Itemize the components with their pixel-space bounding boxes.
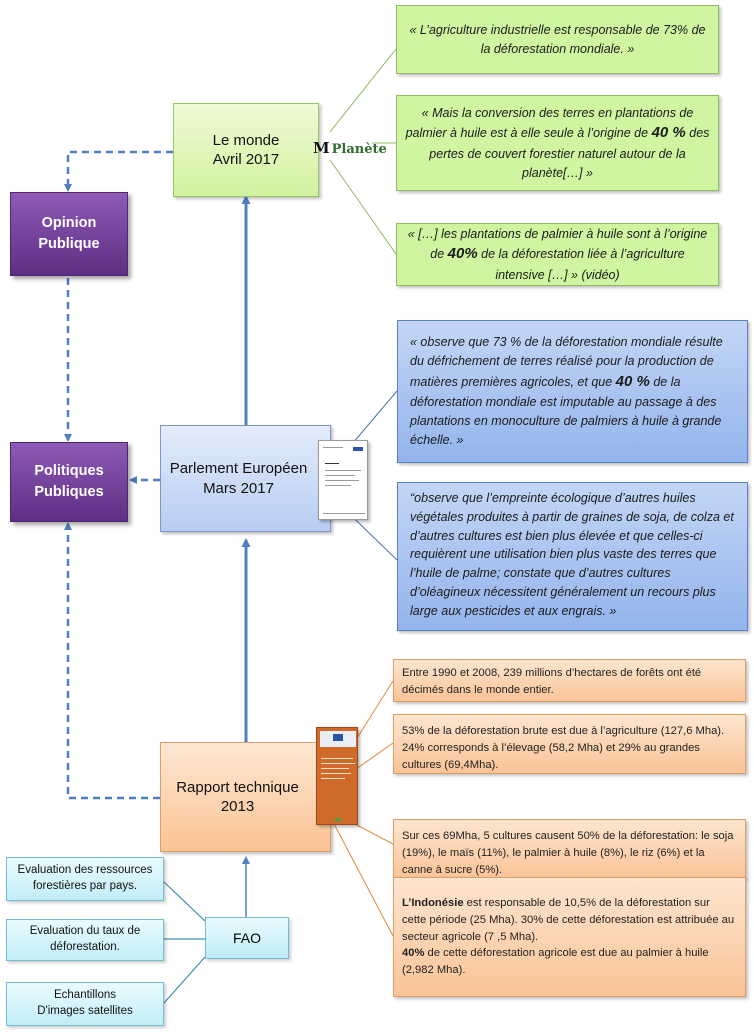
parlement-quote-1-highlight: 40 %: [615, 372, 650, 390]
le-monde-quote-2-text-a: « Mais la conversion des terres en plant…: [405, 105, 694, 141]
node-rapport-technique: Rapport technique 2013: [160, 742, 331, 852]
fao-source-3-line2: D'images satellites: [37, 1005, 133, 1017]
le-monde-quote-3-text-a: « […] les plantations de palmier à huile…: [407, 226, 708, 262]
node-fao-label: FAO: [232, 930, 261, 946]
le-monde-logo-mark: M: [313, 139, 330, 157]
le-monde-quote-1-text: « L’agriculture industrielle est respons…: [409, 22, 706, 56]
le-monde-logo-name: Planète: [331, 142, 387, 157]
rapport-fact-1-text: Entre 1990 et 2008, 239 millions d’hecta…: [402, 667, 702, 696]
node-le-monde-line1: Le monde: [212, 131, 280, 149]
node-parlement-europeen: Parlement Européen Mars 2017: [160, 425, 331, 532]
node-parlement-line2: Mars 2017: [203, 479, 274, 497]
fao-source-2-line1: Evaluation du taux de: [29, 925, 141, 938]
arrow-lemonde-to-opinion: [64, 150, 173, 192]
parlement-document-thumbnail: [318, 440, 368, 520]
rapport-document-thumbnail: [316, 727, 358, 825]
node-opinion-line2: Publique: [38, 236, 100, 252]
fao-source-1-line1: Evaluation des ressources: [17, 864, 153, 877]
indonesia-highlight: 40%: [402, 947, 425, 960]
rapport-fact-indonesia: L’Indonésie est responsable de 10,5% de …: [393, 877, 746, 997]
indonesia-text-1: est responsable de 10,5% de la déforesta…: [402, 897, 735, 943]
fao-source-1-line2: forestières par pays.: [32, 880, 138, 892]
le-monde-quote-3: « […] les plantations de palmier à huile…: [396, 223, 719, 286]
le-monde-quote-3-text-b: de la déforestation liée à l’agriculture…: [477, 247, 685, 282]
fao-source-2: Evaluation du taux de déforestation.: [6, 919, 164, 961]
le-monde-quote-2-text-b: des pertes de couvert forestier naturel …: [429, 126, 710, 180]
node-opinion-line1: Opinion: [41, 214, 97, 231]
node-politiques-line2: Publiques: [34, 484, 104, 500]
rapport-fact-2-text: 53% de la déforestation brute est due à …: [402, 725, 725, 771]
fao-source-3: Echantillons D'images satellites: [6, 982, 164, 1026]
arrow-rapport-to-politiques: [64, 522, 160, 800]
parlement-quote-1-text-a: « observe que 73 % de la déforestation m…: [410, 335, 723, 389]
fao-source-1: Evaluation des ressources forestières pa…: [6, 857, 164, 901]
le-monde-quote-3-highlight: 40%: [447, 245, 478, 263]
rapport-fact-1: Entre 1990 et 2008, 239 millions d’hecta…: [393, 659, 746, 702]
leader-cyan-1: [163, 881, 206, 922]
parlement-quote-1-text-b: de la déforestation mondiale est imputab…: [410, 374, 722, 447]
node-rapport-line1: Rapport technique: [176, 778, 299, 796]
parlement-quote-1: « observe que 73 % de la déforestation m…: [397, 320, 748, 463]
le-monde-quote-2-highlight: 40 %: [651, 124, 686, 142]
parlement-quote-2-text: “observe que l’empreinte écologique d’au…: [410, 491, 734, 618]
node-parlement-line1: Parlement Européen: [169, 460, 308, 477]
rapport-fact-2: 53% de la déforestation brute est due à …: [393, 714, 746, 774]
node-le-monde-line2: Avril 2017: [212, 151, 280, 168]
node-le-monde: Le monde Avril 2017: [173, 103, 319, 197]
fao-source-3-line1: Echantillons: [53, 989, 116, 1002]
rapport-fact-3-text: Sur ces 69Mha, 5 cultures causent 50% de…: [402, 830, 734, 876]
leader-orange-4: [331, 819, 394, 937]
rapport-fact-3: Sur ces 69Mha, 5 cultures causent 50% de…: [393, 819, 746, 879]
node-politiques-line1: Politiques: [34, 462, 104, 479]
parlement-quote-2: “observe que l’empreinte écologique d’au…: [397, 482, 748, 631]
le-monde-quote-1: « L’agriculture industrielle est respons…: [396, 5, 719, 74]
fao-source-2-line2: déforestation.: [50, 941, 120, 953]
indonesia-country: L’Indonésie: [402, 897, 464, 909]
node-rapport-line2: 2013: [220, 798, 255, 815]
node-politiques-publiques: Politiques Publiques: [10, 442, 128, 522]
le-monde-quote-2: « Mais la conversion des terres en plant…: [396, 95, 719, 191]
leader-green-3: [329, 159, 397, 255]
node-opinion-publique: Opinion Publique: [10, 192, 128, 276]
leader-cyan-3: [163, 956, 206, 1004]
leader-green-1: [329, 48, 397, 133]
indonesia-text-2: de cette déforestation agricole est due …: [402, 947, 709, 977]
node-fao: FAO: [205, 917, 289, 959]
